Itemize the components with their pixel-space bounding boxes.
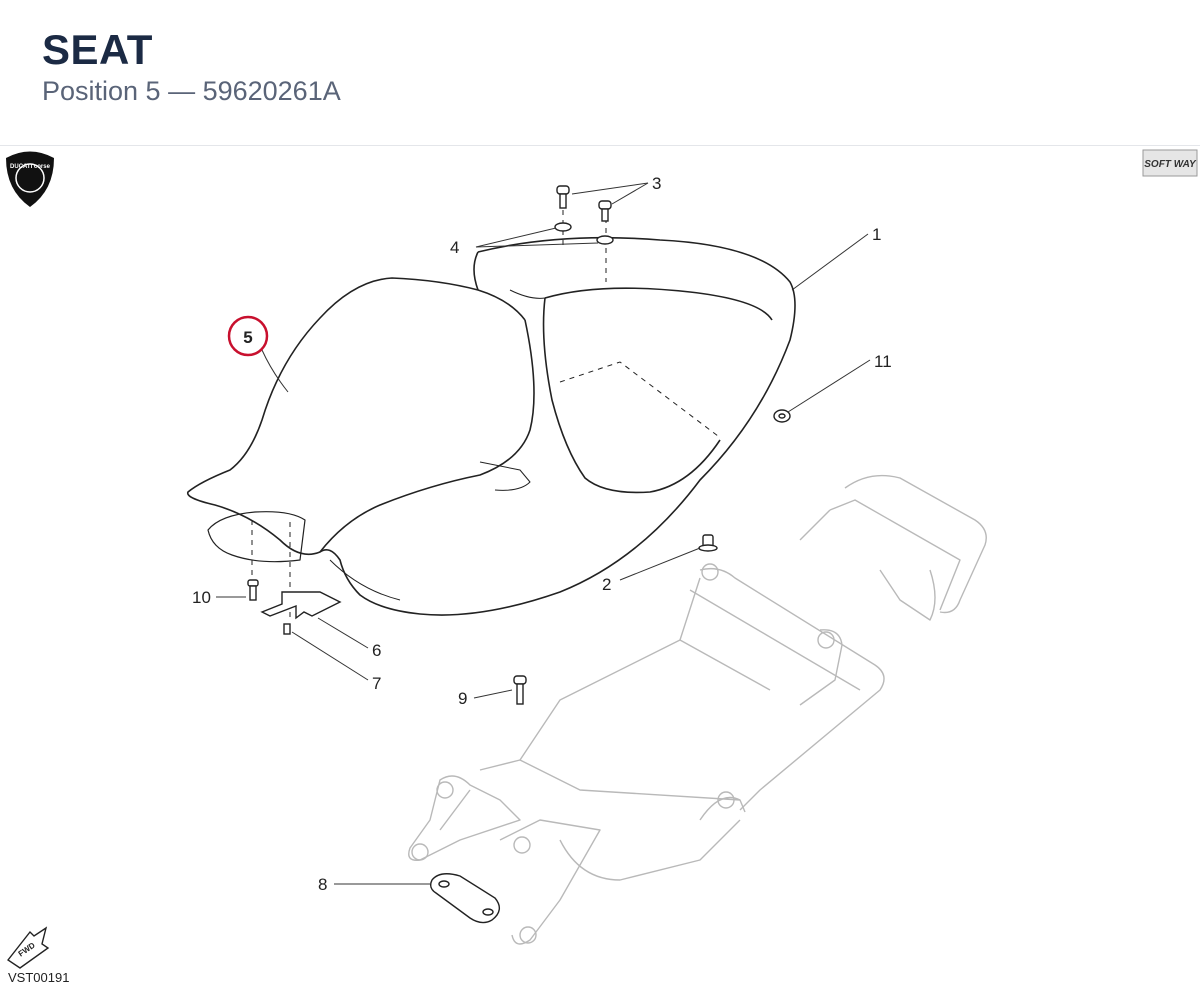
callout-2: 2 [602,575,611,594]
screw-3b [598,200,612,222]
callout-5: 5 [243,328,252,347]
softway-logo: SOFT WAY [1142,149,1198,177]
screw-7 [283,623,291,635]
page-title: SEAT [42,26,153,73]
page-subtitle: Position 5 — 59620261A [42,76,341,106]
seat-hidden-lines [251,210,719,620]
callout-7: 7 [372,674,381,693]
seat-outline [186,236,796,616]
pin-2 [698,534,718,552]
highlighted-callout-5[interactable]: 5 [227,315,269,357]
highlight-ring [227,315,269,357]
screw-9 [513,675,527,705]
ducati-corse-logo-text: DUCATI corse [10,164,51,170]
washer-4a [554,222,572,232]
screw-10 [247,579,259,601]
callout-8: 8 [318,875,327,894]
callout-6: 6 [372,641,381,660]
forward-arrow-icon: FWD [6,926,50,969]
callout-4: 4 [450,238,459,257]
leader-lines [216,182,871,885]
callout-11: 11 [874,352,892,371]
callout-9: 9 [458,689,467,708]
ducati-corse-logo: DUCATI corse [6,151,54,207]
plate-8 [429,873,500,924]
page-header: SEAT Position 5 — 59620261A [0,0,1200,146]
screw-3a [556,185,570,209]
callout-1: 1 [872,225,881,244]
bracket-6 [260,591,342,620]
hardware-parts [247,185,791,924]
exploded-parts-diagram: DUCATI corse SOFT WAY [6,149,1198,969]
washer-4b [596,235,614,245]
callout-3: 3 [652,174,661,193]
grommet-11 [773,409,791,423]
callout-10: 10 [192,588,211,607]
softway-logo-text: SOFT WAY [1144,159,1197,170]
diagram-code: VST00191 [8,970,70,985]
rear-subframe [408,474,987,945]
